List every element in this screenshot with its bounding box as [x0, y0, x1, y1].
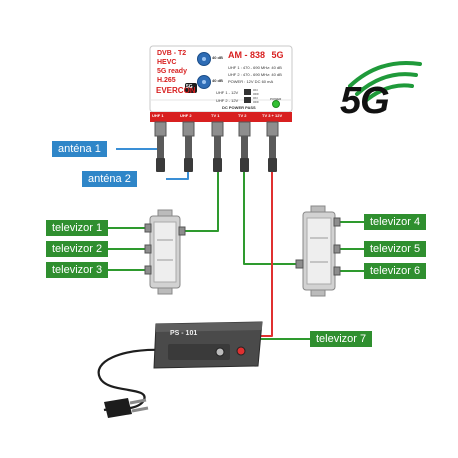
- antenna-1-cable: [116, 135, 161, 150]
- splitter-1: [144, 209, 186, 295]
- knob-2-label: 40 dB: [212, 78, 223, 83]
- amp-model-badge: 5G: [271, 50, 284, 60]
- amplifier: [149, 45, 293, 172]
- tv5-label: televizor 5: [364, 241, 427, 257]
- power-supply: [97, 321, 263, 418]
- switch-uhf2: [244, 97, 251, 103]
- amp-model: AM - 838 5G: [228, 50, 284, 60]
- psu-label: PS - 101: [170, 330, 198, 337]
- port-uhf1: UHF 1: [152, 113, 164, 118]
- switch-2-label: UHF 2 - 12V: [216, 98, 239, 103]
- tv6-label: televizor 6: [364, 263, 427, 279]
- amp-feature-4: H.265: [157, 77, 176, 84]
- knob-1-label: 40 dB: [212, 55, 223, 60]
- amp-brand: EVERCON: [156, 86, 196, 95]
- dc-power-pass: DC POWER PASS: [222, 105, 256, 110]
- amp-feature-2: HEVC: [157, 59, 177, 66]
- port-tv3: TV 3 + 12V: [262, 113, 283, 118]
- power-plug: [104, 398, 149, 418]
- 5g-logo-text: 5G: [340, 80, 390, 122]
- switch-labels: UHF 1 - 12V UHF 2 - 12V: [216, 89, 238, 105]
- tv4-label: televizor 4: [364, 214, 427, 230]
- amp-specs: UHF 1 : 470 - 690 MHz: 40 dB UHF 2 : 470…: [228, 64, 282, 85]
- amp-connectors: [154, 121, 279, 137]
- switch-2-off: OFF: [253, 100, 259, 104]
- amp-spec-3: POWER : 12V DC 60 mA: [228, 79, 274, 84]
- power-led: [272, 100, 280, 108]
- amp-spec-2: UHF 2 : 470 - 690 MHz: 40 dB: [228, 72, 282, 77]
- port-tv2: TV 2: [238, 113, 247, 118]
- amp-feature-3: 5G ready: [157, 68, 187, 75]
- antenna-2-label: anténa 2: [82, 171, 137, 187]
- tv2-output-cable: [243, 172, 298, 265]
- amp-feature-1: DVB - T2: [157, 50, 187, 57]
- amp-feature-list: DVB - T2 HEVC 5G ready H.265: [157, 49, 187, 85]
- tv7-label: televizor 7: [310, 331, 373, 347]
- switch-1-label: UHF 1 - 12V: [216, 90, 239, 95]
- port-tv1: TV 1: [211, 113, 220, 118]
- amp-spec-1: UHF 1 : 470 - 690 MHz: 40 dB: [228, 65, 282, 70]
- tv3-label: televizor 3: [46, 262, 109, 278]
- switch-states: ON OFF ON OFF: [253, 88, 259, 104]
- switch-1-on: ON: [253, 88, 258, 92]
- 5g-logo: [348, 61, 422, 104]
- signal-wave-2: [355, 72, 418, 96]
- signal-wave-3: [348, 61, 422, 88]
- amp-5g-badge: [185, 83, 197, 93]
- switch-1-off: OFF: [253, 92, 259, 96]
- switch-uhf1: [244, 89, 251, 95]
- tv3-power-cable: [244, 172, 273, 337]
- tv1-label: televizor 1: [46, 220, 109, 236]
- splitter-2: [295, 205, 341, 297]
- tv2-label: televizor 2: [46, 241, 109, 257]
- power-label: POWER: [270, 97, 282, 101]
- switch-2-on: ON: [253, 96, 258, 100]
- amp-5g-badge-text: 5G: [186, 84, 193, 90]
- tv1-output-cable: [182, 172, 219, 232]
- signal-wave-1: [362, 83, 414, 104]
- antenna-2-cable: [166, 135, 189, 180]
- amp-model-name: AM - 838: [228, 50, 266, 60]
- antenna-1-label: anténa 1: [52, 141, 107, 157]
- port-uhf2: UHF 2: [180, 113, 192, 118]
